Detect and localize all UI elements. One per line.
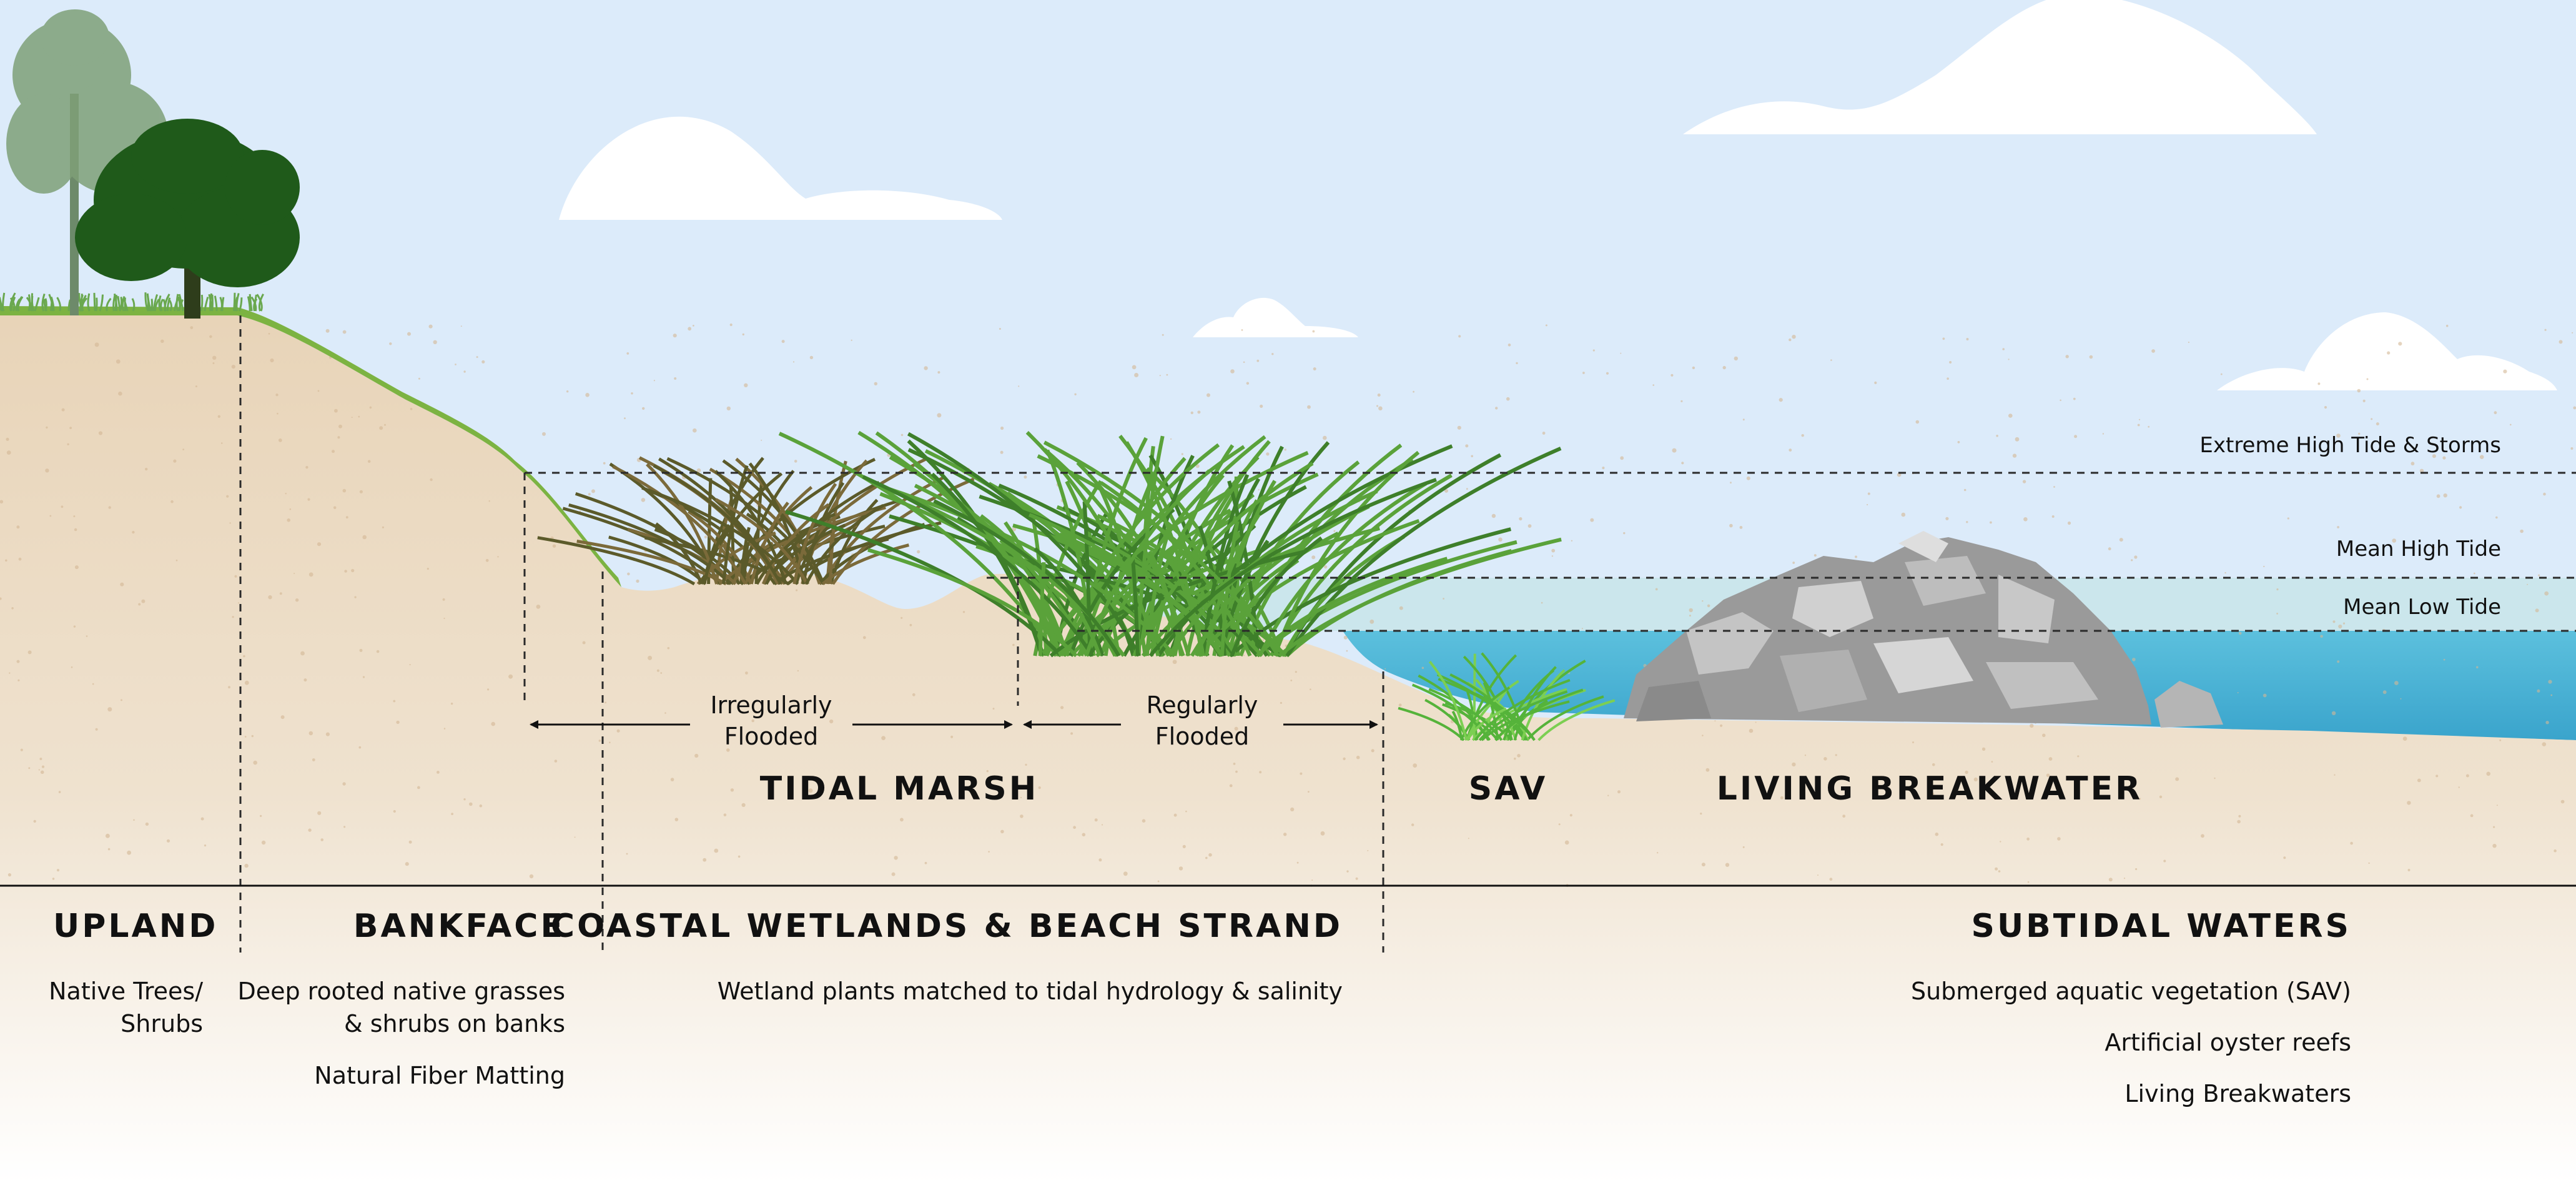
extreme-tide-label: Extreme High Tide & Storms [2199, 433, 2501, 458]
mean-high-tide-label: Mean High Tide [2336, 537, 2501, 562]
subtidal-heading: SUBTIDAL WATERS [1971, 908, 2352, 945]
slope-grass [0, 306, 621, 587]
irregular-flood-label-1: Irregularly [710, 691, 832, 719]
tree-icon [6, 9, 169, 315]
bankface-desc: Deep rooted native grasses [237, 978, 565, 1005]
ground-profile [0, 315, 2576, 1183]
cloud [2217, 312, 2557, 390]
tree-icon [75, 119, 300, 319]
irregular-flood-label-2: Flooded [724, 723, 819, 750]
bankface-desc: & shrubs on banks [344, 1010, 565, 1037]
coastal-desc: Wetland plants matched to tidal hydrolog… [718, 978, 1343, 1005]
upland-desc: Shrubs [121, 1010, 203, 1037]
low-marsh-grass-icon [778, 430, 1562, 658]
regular-flood-label-1: Regularly [1147, 691, 1258, 719]
tidal-marsh-label: TIDAL MARSH [760, 770, 1039, 808]
sav-label: SAV [1469, 770, 1547, 808]
cloud [1193, 297, 1358, 337]
bankface-desc: Natural Fiber Matting [314, 1062, 565, 1089]
mean-low-tide-label: Mean Low Tide [2343, 595, 2501, 620]
subtidal-desc: Submerged aquatic vegetation (SAV) [1911, 978, 2351, 1005]
upland-desc: Native Trees/ [49, 978, 203, 1005]
cloud [559, 116, 1002, 220]
sav-plant-icon [1398, 652, 1616, 741]
subtidal-desc: Artificial oyster reefs [2105, 1029, 2351, 1056]
living-breakwater-label: LIVING BREAKWATER [1717, 770, 2143, 808]
breakwater-rocks-icon [1624, 531, 2223, 728]
subtidal-desc: Living Breakwaters [2124, 1080, 2351, 1107]
high-marsh-grass-icon [537, 456, 975, 586]
coastal-heading: COASTAL WETLANDS & BEACH STRAND [551, 908, 1343, 945]
regular-flood-label-2: Flooded [1155, 723, 1250, 750]
cloud [1683, 0, 2317, 134]
bankface-heading: BANKFACE [353, 908, 565, 945]
upland-heading: UPLAND [53, 908, 218, 945]
